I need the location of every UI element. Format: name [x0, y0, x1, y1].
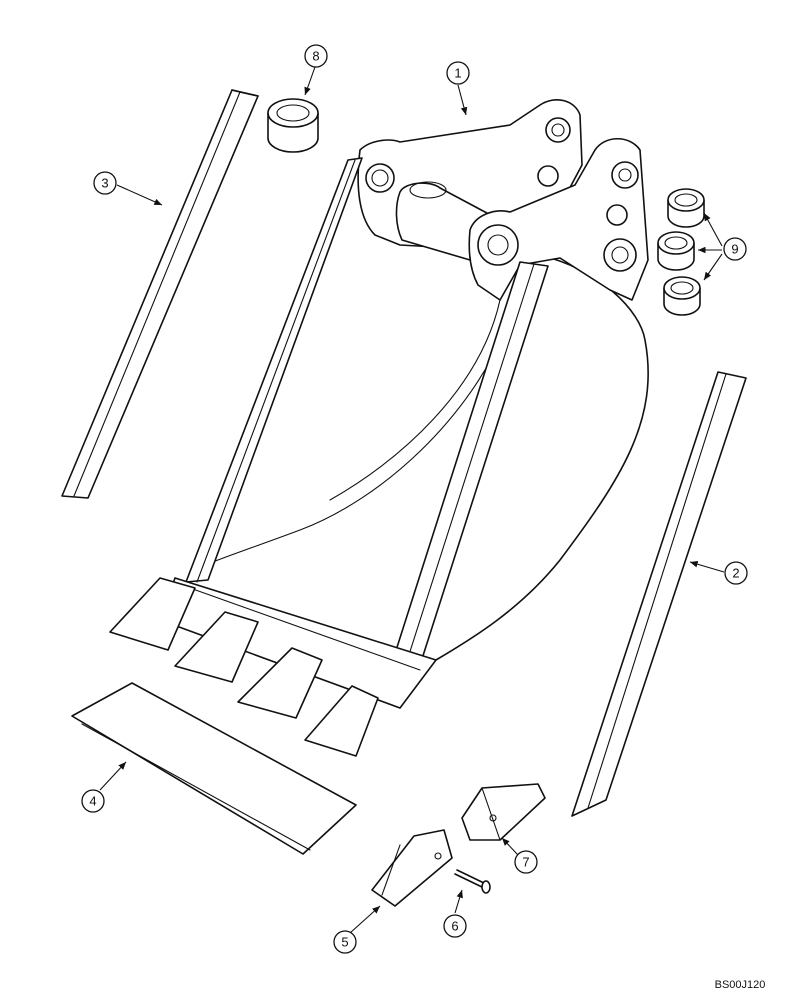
- callout-8: 8: [304, 44, 328, 68]
- svg-text:9: 9: [731, 242, 738, 257]
- callout-6: 6: [443, 914, 467, 938]
- svg-text:8: 8: [312, 49, 319, 64]
- side-cutter-left: [61, 89, 259, 499]
- svg-text:4: 4: [89, 794, 96, 809]
- tooth-adapter: [461, 783, 546, 841]
- svg-text:7: 7: [522, 855, 529, 870]
- cutting-edge: [71, 682, 357, 855]
- callout-2: 2: [724, 561, 748, 585]
- callout-1: 1: [446, 61, 470, 85]
- bushings-9: [657, 188, 705, 316]
- svg-text:6: 6: [451, 919, 458, 934]
- bucket-teeth: [109, 577, 379, 757]
- bucket-body: [109, 99, 649, 757]
- svg-text:1: 1: [454, 66, 461, 81]
- side-cutter-right: [571, 371, 747, 817]
- svg-text:2: 2: [732, 566, 739, 581]
- svg-text:3: 3: [101, 176, 108, 191]
- callout-7: 7: [514, 850, 538, 874]
- callout-5: 5: [333, 930, 357, 954]
- callout-leaders: [99, 66, 725, 934]
- svg-text:5: 5: [341, 935, 348, 950]
- callout-4: 4: [81, 789, 105, 813]
- callout-9: 9: [723, 237, 747, 261]
- bushing-8: [267, 98, 319, 153]
- tooth: [371, 829, 453, 907]
- pin: [454, 869, 491, 894]
- drawing-code: BS00J120: [715, 979, 766, 991]
- callout-3: 3: [93, 171, 117, 195]
